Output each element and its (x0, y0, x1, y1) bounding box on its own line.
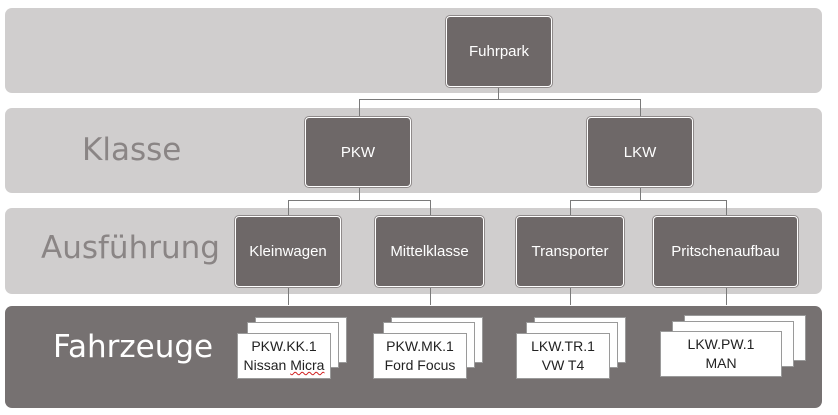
node-kleinwagen-label: Kleinwagen (249, 243, 327, 260)
vehicle-code: PKW.MK.1 (386, 338, 454, 354)
node-pkw[interactable]: PKW (305, 117, 411, 187)
node-fuhrpark-label: Fuhrpark (468, 43, 530, 60)
connector-pritschenaufbau-down (726, 287, 727, 305)
doc-sheet-front: PKW.MK.1 Ford Focus (373, 333, 467, 379)
vehicle-name-part: Nissan (243, 357, 291, 373)
doc-sheet-front: LKW.TR.1 VW T4 (516, 333, 610, 379)
vehicle-name: Nissan Micra (244, 356, 325, 375)
connector-root-down (498, 87, 499, 99)
vehicle-doc-lkw-tr[interactable]: LKW.TR.1 VW T4 (516, 317, 626, 379)
connector-pritschenaufbau-up (726, 200, 727, 216)
vehicle-name: MAN (705, 355, 737, 371)
vehicle-name: VW T4 (541, 357, 585, 373)
vehicle-code: PKW.KK.1 (251, 338, 317, 354)
connector-pkw-bar (288, 200, 430, 201)
connector-pkw-down (359, 187, 360, 200)
node-transporter-label: Transporter (531, 243, 609, 260)
node-fuhrpark[interactable]: Fuhrpark (446, 16, 552, 87)
node-lkw[interactable]: LKW (587, 117, 693, 187)
node-lkw-label: LKW (623, 143, 657, 161)
doc-sheet-front: LKW.PW.1 MAN (660, 331, 782, 377)
connector-mittelklasse-down (430, 287, 431, 305)
vehicle-name-spellcheck: Micra (290, 357, 325, 373)
node-pritschenaufbau[interactable]: Pritschenaufbau (653, 216, 798, 287)
connector-mittelklasse-up (430, 200, 431, 216)
vehicle-doc-pkw-mk[interactable]: PKW.MK.1 Ford Focus (373, 317, 483, 379)
connector-transporter-down (570, 287, 571, 305)
node-mittelklasse-label: Mittelklasse (390, 243, 469, 260)
band-label-ausfuehrung: Ausführung (41, 230, 220, 266)
band-klasse: Klasse (5, 108, 822, 193)
vehicle-code: LKW.PW.1 (687, 336, 755, 352)
band-label-fahrzeuge: Fahrzeuge (53, 329, 214, 365)
vehicle-code: LKW.TR.1 (531, 338, 595, 354)
node-kleinwagen[interactable]: Kleinwagen (235, 216, 341, 287)
vehicle-doc-pkw-kk[interactable]: PKW.KK.1 Nissan Micra (237, 317, 347, 379)
node-mittelklasse[interactable]: Mittelklasse (375, 216, 484, 287)
connector-lkw-up (640, 99, 641, 117)
connector-kleinwagen-up (288, 200, 289, 216)
node-pritschenaufbau-label: Pritschenaufbau (671, 243, 780, 260)
connector-lkw-bar (570, 200, 726, 201)
connector-pkw-up (359, 99, 360, 117)
connector-root-bar (359, 99, 640, 100)
doc-sheet-front: PKW.KK.1 Nissan Micra (237, 333, 331, 379)
vehicle-name: Ford Focus (384, 357, 456, 373)
connector-lkw-down (640, 187, 641, 200)
vehicle-doc-lkw-pw[interactable]: LKW.PW.1 MAN (660, 315, 810, 377)
band-top (5, 8, 822, 93)
node-pkw-label: PKW (340, 143, 376, 161)
node-transporter[interactable]: Transporter (516, 216, 624, 287)
connector-transporter-up (570, 200, 571, 216)
connector-kleinwagen-down (288, 287, 289, 305)
band-label-klasse: Klasse (82, 132, 182, 168)
